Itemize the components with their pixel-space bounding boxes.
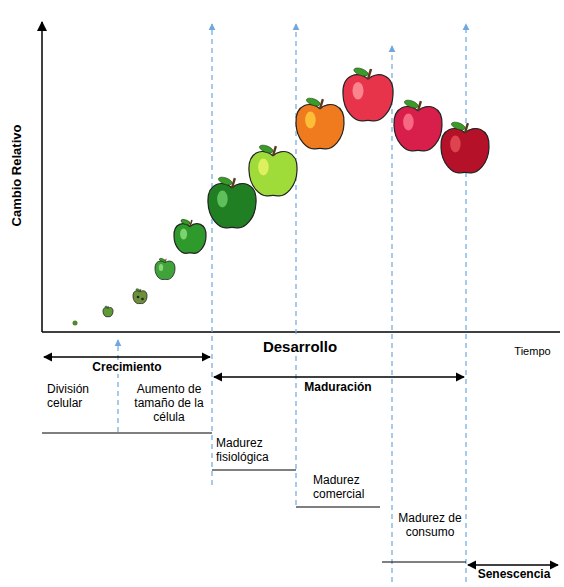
apple <box>174 218 206 253</box>
stage-label: División celular <box>47 382 112 410</box>
apple <box>155 258 175 280</box>
apple-highlight <box>353 82 364 100</box>
stage-label-text: Madurez comercial <box>313 473 364 501</box>
bud-spot <box>137 296 140 299</box>
apple-body <box>441 129 489 173</box>
stage-divider <box>211 24 212 485</box>
fruit-bud <box>73 321 78 326</box>
apple-leaf <box>159 258 166 262</box>
apple-leaf <box>403 99 419 110</box>
stage-line <box>296 507 380 508</box>
apple-body <box>155 261 175 279</box>
stage-divider <box>391 46 392 582</box>
apple <box>296 97 344 149</box>
apple-stem <box>368 69 371 79</box>
axis-title: Desarrollo <box>255 338 345 355</box>
apple-leaf <box>353 66 369 77</box>
apple-body <box>208 184 256 228</box>
apple-highlight <box>258 159 269 176</box>
stage-label: Madurez fisiológica <box>216 436 294 464</box>
stage-line <box>42 433 212 434</box>
apple-leaf <box>217 176 233 187</box>
apple-body <box>296 105 344 149</box>
apple-leaf <box>450 121 466 132</box>
apple <box>249 144 297 196</box>
axis-label: Tiempo <box>505 345 560 358</box>
apple <box>133 288 147 303</box>
stage-label: Madurez de consumo <box>396 511 464 539</box>
apple-highlight <box>217 191 228 208</box>
stage-line <box>382 562 466 563</box>
apple-leaf <box>105 306 108 308</box>
apple-highlight <box>403 114 414 131</box>
range-arrow <box>468 564 558 565</box>
stage-divider <box>117 340 118 432</box>
apple-body <box>103 308 113 317</box>
apple-highlight <box>305 112 316 129</box>
stage-label: Aumento de tamaño de la célula <box>128 382 210 424</box>
range-arrow <box>44 356 210 357</box>
y-axis <box>41 22 43 332</box>
axis-label-text: Tiempo <box>514 345 550 357</box>
apple-highlight <box>159 264 163 271</box>
axis-title-text: Desarrollo <box>261 338 339 355</box>
stage-label: Madurez comercial <box>313 473 389 501</box>
apple-body <box>249 152 297 196</box>
apple-body <box>174 224 206 254</box>
apple-highlight <box>450 136 461 153</box>
stage-label-text: División celular <box>47 382 89 410</box>
apple <box>208 176 256 228</box>
axis-title: Cambio Relativo <box>9 116 24 236</box>
apple-body <box>343 75 393 121</box>
stage-label-text: Maduración <box>302 380 373 394</box>
apple-leaf <box>180 218 190 225</box>
apple <box>441 121 489 173</box>
axis-title-text: Cambio Relativo <box>9 125 24 227</box>
stage-label-text: Madurez de consumo <box>398 511 461 539</box>
apple-leaf <box>305 97 321 108</box>
stage-label: Crecimiento <box>82 360 172 374</box>
stage-divider <box>465 24 466 582</box>
apple-body <box>133 291 147 304</box>
apple <box>103 306 113 317</box>
bud-spot <box>141 298 144 301</box>
stage-line <box>212 470 296 471</box>
apple-highlight <box>180 228 187 239</box>
apple <box>343 66 393 121</box>
apple-leaf <box>258 144 274 155</box>
stage-label-text: Aumento de tamaño de la célula <box>134 382 203 424</box>
stage-label-text: Madurez fisiológica <box>216 436 269 464</box>
stage-label-text: Senescencia <box>478 567 551 581</box>
apple-body <box>394 107 442 151</box>
stage-divider <box>295 24 296 505</box>
x-axis <box>42 331 560 333</box>
range-arrow <box>214 376 464 377</box>
apple-leaf <box>136 288 141 291</box>
apple <box>394 99 442 151</box>
stage-label: Maduración <box>298 380 378 394</box>
stage-label: Senescencia <box>468 567 560 581</box>
stage-label-text: Crecimiento <box>90 360 163 374</box>
